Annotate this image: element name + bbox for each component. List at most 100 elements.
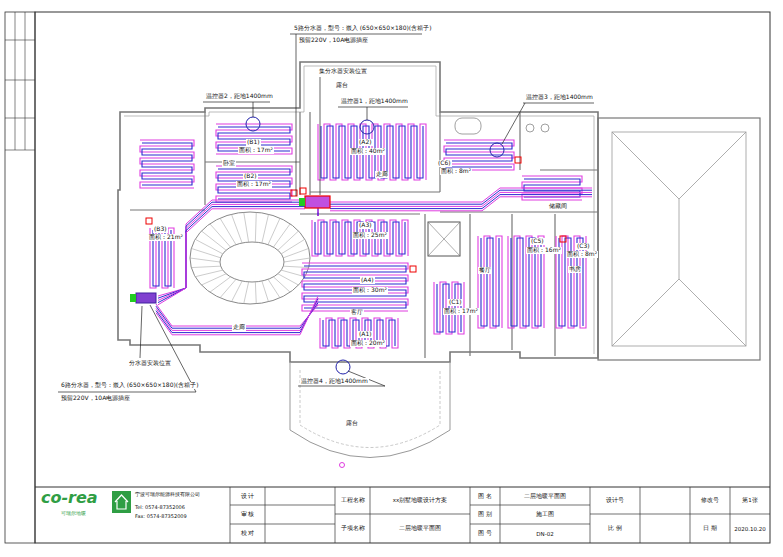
- plan-label: 露台: [335, 82, 349, 89]
- plan-label: (A2): [358, 139, 373, 146]
- stair-step: [268, 279, 280, 298]
- company-text: 可瑞尔地暖: [60, 511, 87, 517]
- title-block-line: [335, 487, 336, 543]
- plan-label: (C5): [530, 238, 545, 245]
- leader-line: [367, 107, 368, 120]
- title-cell: 工程名称: [336, 488, 369, 513]
- title-block-line: [265, 487, 266, 543]
- leader-line: [290, 34, 422, 35]
- title-cell: 比 例: [591, 515, 639, 542]
- heating-loop: [323, 320, 395, 346]
- leader-line: [296, 34, 297, 196]
- plan-label: 露台: [345, 420, 359, 427]
- title-cell: xx别墅地暖设计方案: [371, 488, 469, 513]
- interior-wall: [469, 214, 470, 356]
- terrace-outline: [290, 362, 450, 458]
- title-block-line: [370, 487, 371, 543]
- title-cell: 第1张: [731, 488, 769, 513]
- title-block-line: [230, 524, 335, 525]
- stair-step: [284, 258, 310, 262]
- leader-line: [203, 102, 270, 103]
- plan-label: 温控器1，距地1400mm: [340, 98, 409, 105]
- feeder-pipe: [318, 208, 319, 216]
- manifold-valve: [130, 294, 136, 302]
- plan-label: (C6): [437, 160, 452, 167]
- elevator-cross: [428, 222, 460, 256]
- interior-wall: [130, 209, 205, 210]
- stair-step: [220, 279, 236, 298]
- callout-circle: [336, 360, 350, 374]
- title-cell: 修改号: [691, 488, 729, 513]
- company-text: Tel: 0574-87352006: [134, 505, 186, 511]
- feeder-pipe: [156, 296, 318, 335]
- title-cell: 图 名: [471, 488, 499, 504]
- stair-step: [244, 282, 249, 304]
- plan-label: 面积：40m²: [350, 148, 386, 155]
- title-cell: 二层地暖平面图: [501, 488, 589, 504]
- title-cell: 日 期: [691, 515, 729, 542]
- strip-line: [5, 118, 35, 119]
- feeder-pipe: [158, 209, 305, 305]
- logo-house: [115, 495, 128, 509]
- interior-wall: [204, 112, 205, 205]
- heating-loop: [321, 126, 423, 178]
- heating-loop: [142, 143, 192, 185]
- interior-wall: [424, 214, 425, 358]
- plan-label: 储藏间: [548, 203, 568, 210]
- title-cell: 施工图: [501, 506, 589, 523]
- thermostat: [300, 188, 306, 194]
- title-block-line: [470, 487, 471, 543]
- elevator: [428, 222, 460, 256]
- stair-step: [281, 239, 305, 254]
- title-block-line: [590, 487, 591, 543]
- plan-label: 书房: [568, 266, 582, 273]
- company-text: Fax: 0574-87352009: [134, 514, 188, 520]
- plan-label: 客厅: [350, 309, 364, 316]
- strip-line: [25, 12, 26, 150]
- strip-line: [5, 40, 35, 41]
- plan-label: (A1): [358, 331, 373, 338]
- plan-label: 面积：17m²: [236, 181, 272, 188]
- title-cell: 子项名称: [336, 515, 369, 542]
- stair-step: [273, 277, 290, 292]
- stair-step: [283, 248, 308, 257]
- interior-wall: [554, 214, 555, 356]
- title-block-line: [35, 487, 770, 488]
- plan-label: 分水器安装位置: [128, 360, 172, 367]
- plan-label: 面积：8m²: [566, 251, 598, 258]
- feeder-pipe: [158, 204, 305, 300]
- feeder-pipe: [318, 210, 319, 216]
- title-block-line: [335, 514, 470, 515]
- feeder-pipe: [156, 298, 318, 332]
- feeder-pipe: [156, 301, 318, 331]
- interior-wall: [440, 211, 598, 212]
- title-block-line: [500, 487, 501, 543]
- stair-step: [210, 277, 231, 292]
- heating-loop: [216, 166, 292, 202]
- plan-label: 6路分水器，型号：嵌入 (650×650×180)(含箱子): [60, 382, 200, 389]
- thermostat: [560, 236, 566, 242]
- manifold: [136, 293, 156, 303]
- stair-step: [220, 218, 236, 245]
- stair-step: [231, 281, 242, 302]
- stair-step: [191, 266, 220, 267]
- title-cell: 2020.10.20: [731, 515, 769, 542]
- roof-outline: [598, 118, 760, 360]
- manifold-valve: [299, 198, 305, 206]
- plan-label: (B1): [246, 139, 261, 146]
- leader-line: [150, 305, 196, 392]
- heating-loop: [140, 140, 194, 188]
- terrace-outline: [300, 370, 440, 448]
- stair-step: [195, 239, 223, 254]
- leader-line: [338, 107, 408, 108]
- thermostat: [515, 157, 521, 163]
- plan-label: 预留220V，10A电源插座: [298, 37, 369, 44]
- interior-wall: [205, 161, 300, 162]
- thermostat: [410, 266, 416, 272]
- stair-well: [220, 242, 284, 282]
- title-cell: DN-02: [501, 525, 589, 542]
- leader-line: [140, 306, 142, 358]
- plan-label: 温控器4，距地1400mm: [300, 378, 369, 385]
- stair-step: [191, 248, 220, 257]
